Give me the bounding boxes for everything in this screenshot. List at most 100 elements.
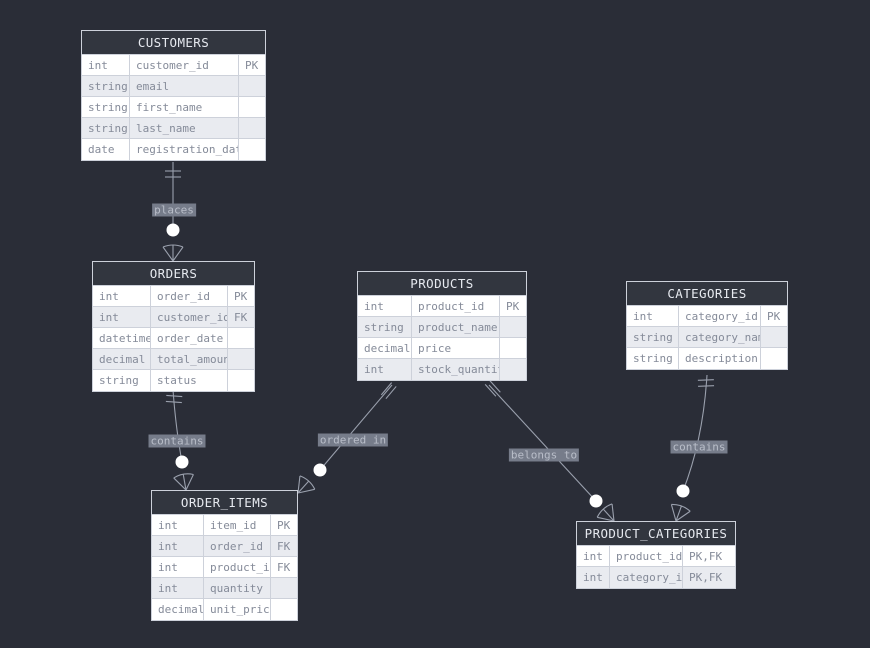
attribute-name: customer_id: [151, 307, 228, 328]
attribute-key: PK,FK: [689, 571, 723, 584]
crowsfoot-arc: [671, 503, 691, 512]
attribute-key: FK: [228, 307, 254, 328]
attribute-key: [228, 328, 254, 349]
crowsfoot-prong: [297, 488, 315, 494]
attribute-name: order_id: [204, 536, 271, 557]
attribute-type: int: [93, 286, 151, 307]
attribute-type: datetime: [93, 328, 151, 349]
attribute-name: order_id: [151, 286, 228, 307]
relationship-line: [319, 384, 393, 471]
attribute-key: PK: [761, 306, 787, 327]
attribute-type: string: [82, 76, 130, 97]
entity-title: CATEGORIES: [627, 282, 787, 306]
attribute-type: decimal: [152, 599, 204, 620]
attribute-key: PK: [271, 515, 297, 536]
attribute-key: [500, 338, 526, 359]
crowsfoot-prong: [172, 246, 184, 262]
attribute-key: [500, 317, 526, 338]
entity-title: ORDER_ITEMS: [152, 491, 297, 515]
attribute-key: [239, 76, 265, 97]
attribute-list: intcategory_idPKstringcategory_namestrin…: [627, 306, 787, 369]
relationship-junction-dot: [175, 455, 189, 469]
attribute-type: date: [82, 139, 130, 160]
attribute-name: category_name: [679, 327, 761, 348]
entity-title: ORDERS: [93, 262, 254, 286]
attribute-name: product_id: [412, 296, 500, 317]
attribute-name: email: [130, 76, 239, 97]
attribute-name: product_name: [412, 317, 500, 338]
cardinality-one-marker: [380, 382, 397, 400]
relationship-junction-dot: [166, 223, 180, 237]
attribute-type: int: [152, 578, 204, 599]
attribute-key: [271, 578, 297, 599]
entity-title: PRODUCTS: [358, 272, 526, 296]
attribute-name: last_name: [130, 118, 239, 139]
attribute-key: [239, 97, 265, 118]
attribute-key: [228, 370, 254, 391]
crowsfoot-prong: [162, 246, 174, 262]
crowsfoot-arc: [162, 244, 184, 248]
attribute-name: first_name: [130, 97, 239, 118]
relationship-junction-dot: [676, 484, 690, 498]
attribute-type: string: [627, 327, 679, 348]
crowsfoot-arc: [173, 473, 194, 479]
attribute-type: string: [82, 97, 130, 118]
attribute-type: int: [577, 546, 610, 567]
relationship-label: ordered in: [317, 433, 389, 447]
attribute-key: [761, 348, 787, 369]
crowsfoot-arc: [596, 503, 613, 518]
one-tick: [697, 379, 714, 381]
attribute-name: quantity: [204, 578, 271, 599]
crowsfoot-prong: [297, 480, 310, 494]
attribute-type: int: [82, 55, 130, 76]
relationship-line: [488, 384, 597, 502]
attribute-key: [500, 359, 526, 380]
attribute-name: stock_quantity: [412, 359, 500, 380]
attribute-name: price: [412, 338, 500, 359]
attribute-type: int: [152, 515, 204, 536]
one-tick: [380, 382, 393, 396]
attribute-type: string: [93, 370, 151, 391]
entity-title: CUSTOMERS: [82, 31, 265, 55]
cardinality-one-marker: [165, 394, 183, 404]
one-tick: [698, 385, 715, 387]
attribute-key: [239, 139, 265, 160]
entity-title: PRODUCT_CATEGORIES: [577, 522, 735, 546]
attribute-type: int: [358, 296, 412, 317]
attribute-key: FK: [271, 557, 297, 578]
relationship-label: belongs to: [508, 448, 580, 462]
one-tick: [385, 386, 397, 400]
